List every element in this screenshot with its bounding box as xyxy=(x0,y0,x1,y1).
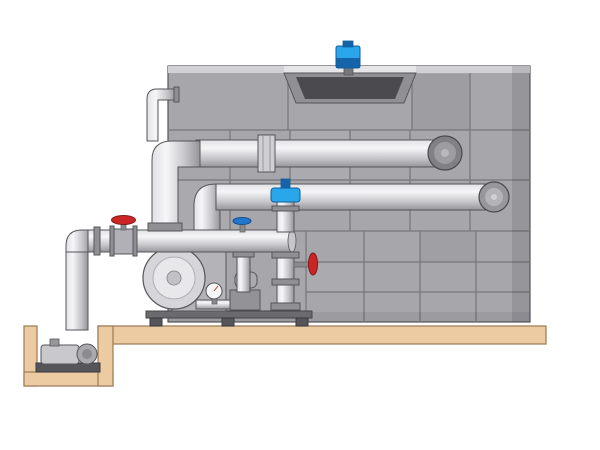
sensor-body-lower xyxy=(336,56,360,68)
level-sensor-unit xyxy=(335,40,361,76)
riser-pipe-with-elbow xyxy=(151,140,201,239)
suction-elbow xyxy=(65,229,91,253)
platform-slab xyxy=(97,325,547,345)
suction-manifold xyxy=(65,215,297,331)
hatch-opening xyxy=(296,77,404,99)
booster-pump-block xyxy=(229,289,261,311)
red-handwheel xyxy=(111,215,136,225)
tank-bottom-shading xyxy=(168,312,530,322)
red-side-handwheel xyxy=(308,252,318,276)
vent-pipe-body xyxy=(146,88,177,142)
manifold-flange xyxy=(93,226,101,256)
sump-pump-body xyxy=(40,344,80,365)
valve-riser xyxy=(276,197,295,233)
upper-pipe-body xyxy=(195,139,445,168)
pump-tank-hub xyxy=(166,270,182,286)
skid-column-pipe xyxy=(236,251,251,293)
pipe-coupling xyxy=(257,134,276,173)
skid-foot xyxy=(295,317,309,327)
upper-header-pipe xyxy=(195,134,463,173)
middle-pipe-body xyxy=(215,183,493,211)
tank-right-shading xyxy=(512,66,530,322)
middle-header-pipe xyxy=(188,181,510,242)
sensor-body-upper xyxy=(336,46,360,58)
pump-skid-assembly xyxy=(142,246,313,327)
skid-foot xyxy=(149,317,163,327)
sensor-top-nub xyxy=(342,40,354,48)
blue-handle-valve xyxy=(232,217,252,233)
vent-pipe-flange xyxy=(173,86,180,103)
concrete-platform xyxy=(23,325,547,387)
middle-pipe-elbow xyxy=(193,183,221,239)
vertical-riser-pipe xyxy=(151,140,201,239)
sump-pump-port xyxy=(49,338,60,347)
skid-frame xyxy=(145,310,313,319)
riser-bottom-flange xyxy=(147,222,183,232)
skid-foot xyxy=(221,317,235,327)
valve-blue-bonnet xyxy=(270,187,301,203)
red-handwheel-valve xyxy=(109,215,138,257)
pit-right-wall xyxy=(97,325,114,387)
small-vent-pipe xyxy=(146,86,180,142)
suction-downpipe xyxy=(65,249,89,331)
blue-handwheel xyxy=(232,217,252,225)
pressure-reducing-valve xyxy=(270,178,318,311)
valve-body xyxy=(113,228,134,255)
manifold-end-cap xyxy=(287,229,297,253)
sump-pump xyxy=(35,338,101,373)
